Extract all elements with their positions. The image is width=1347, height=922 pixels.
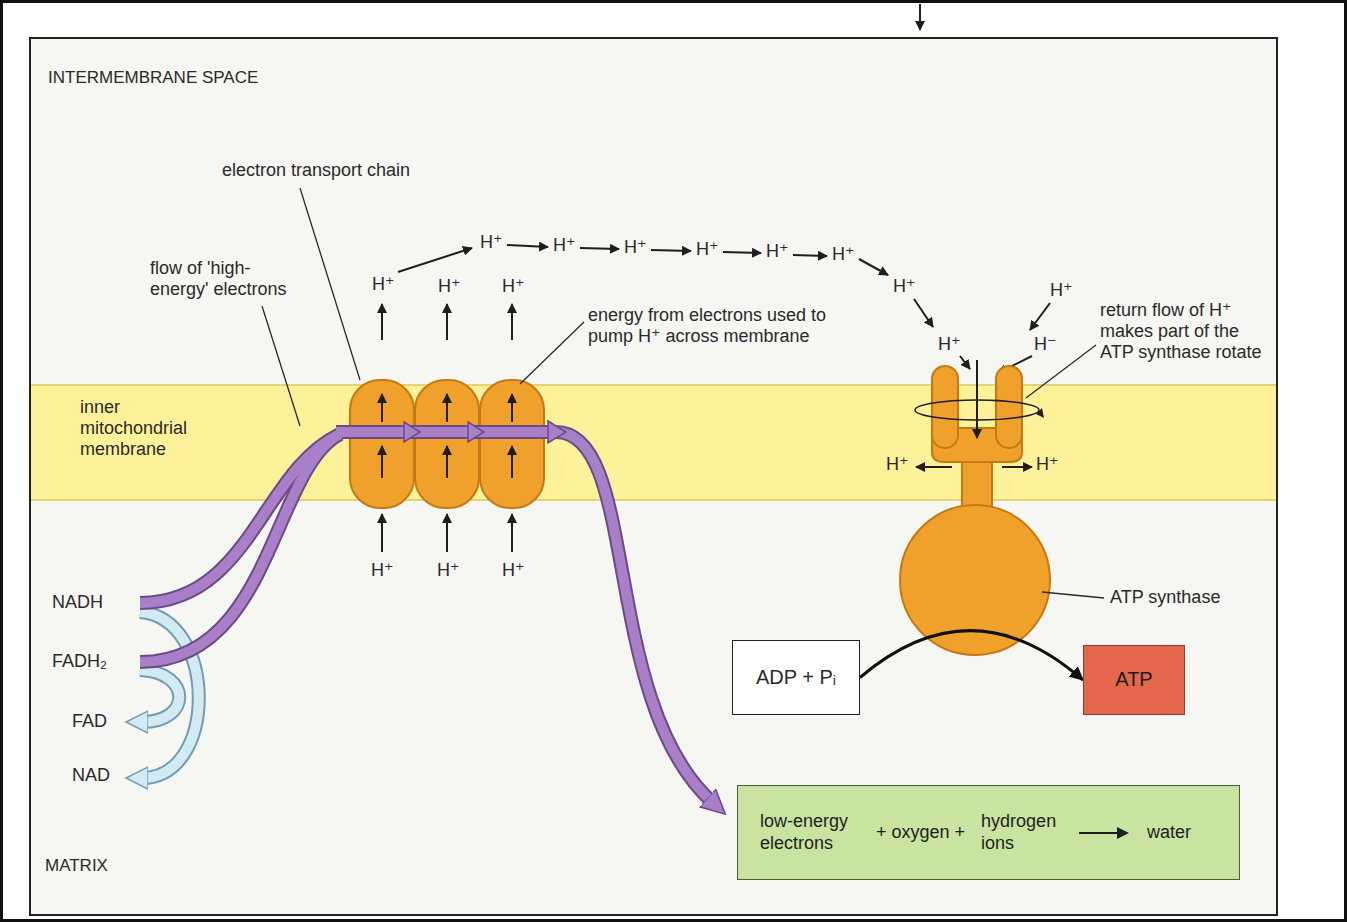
text-label: H⁺ <box>886 454 909 475</box>
text-label: NADH <box>52 592 103 613</box>
text-label: H⁺ <box>437 560 460 581</box>
product-box: ATP <box>1083 645 1185 715</box>
text-label: H⁺ <box>696 239 719 260</box>
text-label: INTERMEMBRANE SPACE <box>48 68 258 88</box>
node-text: low-energy electrons <box>760 811 860 853</box>
membrane-band: inner mitochondrial membrane <box>30 385 1277 500</box>
node-text: inner mitochondrial membrane <box>80 397 202 461</box>
text-label: H⁺ <box>502 560 525 581</box>
text-label: H⁺ <box>480 232 503 253</box>
text-label: H⁺ <box>1050 280 1073 301</box>
electron-flow-arrows <box>140 421 712 802</box>
decor-arrow <box>919 4 921 30</box>
text-label: H⁻ <box>1034 334 1057 355</box>
text-label: H⁺ <box>624 237 647 258</box>
etc-complexes <box>350 380 544 508</box>
text-label: H⁺ <box>502 276 525 297</box>
text-label: H⁺ <box>938 334 961 355</box>
reaction-arrow <box>1077 825 1131 841</box>
proton-flow-arrows <box>398 245 1050 373</box>
node-text: ATP <box>1115 668 1152 692</box>
node-text: hydrogen ions <box>981 811 1061 853</box>
text-label: H⁺ <box>438 276 461 297</box>
atp-synthase-figure <box>900 360 1050 655</box>
text-label: MATRIX <box>45 856 108 876</box>
membrane-band <box>31 385 1276 500</box>
text-label: electron transport chain <box>222 160 410 181</box>
text-label: flow of 'high-energy' electrons <box>150 258 295 300</box>
text-label: H⁺ <box>832 244 855 265</box>
node-text: water <box>1147 822 1191 843</box>
text-label: NAD <box>72 765 110 786</box>
text-label: H⁺ <box>1036 454 1059 475</box>
text-label: H⁺ <box>553 235 576 256</box>
leader-lines <box>262 188 1104 598</box>
text-label: ATP synthase <box>1110 587 1220 608</box>
reaction-connector <box>860 631 1083 680</box>
text-label: H⁺ <box>372 274 395 295</box>
text-label: return flow of H⁺ makes part of the ATP … <box>1100 300 1276 364</box>
reaction-box: low-energy electrons + oxygen + hydrogen i… <box>737 785 1240 880</box>
text-label: FAD <box>72 711 107 732</box>
text-label: FADH₂ <box>52 651 107 672</box>
text-label: H⁺ <box>371 560 394 581</box>
text-label: H⁺ <box>766 241 789 262</box>
reactant-box: ADP + Pᵢ <box>732 640 860 715</box>
text-label: energy from electrons used to pump H⁺ ac… <box>588 305 868 347</box>
node-text: ADP + Pᵢ <box>756 666 836 690</box>
node-text: + oxygen + <box>876 822 965 843</box>
coenzyme-arrows <box>140 612 199 778</box>
text-label: H⁺ <box>893 276 916 297</box>
figure-frame <box>30 38 1277 915</box>
